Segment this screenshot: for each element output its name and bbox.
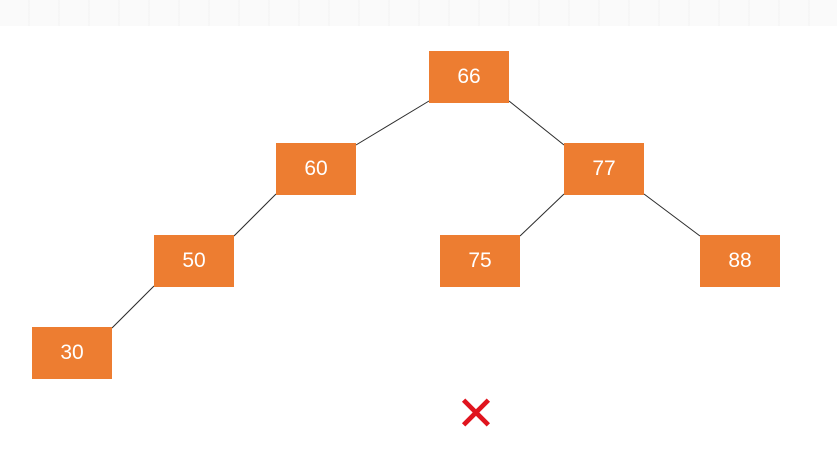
edge-77-88 <box>643 193 701 237</box>
edge-60-50 <box>233 193 277 237</box>
edge-66-60 <box>355 100 430 146</box>
edge-77-75 <box>519 193 565 237</box>
edge-66-77 <box>508 100 565 146</box>
tree-node-60: 60 <box>276 143 356 195</box>
top-strip <box>0 0 837 26</box>
edge-50-30 <box>111 285 155 329</box>
tree-node-66: 66 <box>429 51 509 103</box>
tree-node-77: 77 <box>564 143 644 195</box>
tree-node-75: 75 <box>440 235 520 287</box>
tree-node-30: 30 <box>32 327 112 379</box>
red-cross-icon: ✕ <box>455 386 497 442</box>
tree-node-50: 50 <box>154 235 234 287</box>
tree-node-88: 88 <box>700 235 780 287</box>
